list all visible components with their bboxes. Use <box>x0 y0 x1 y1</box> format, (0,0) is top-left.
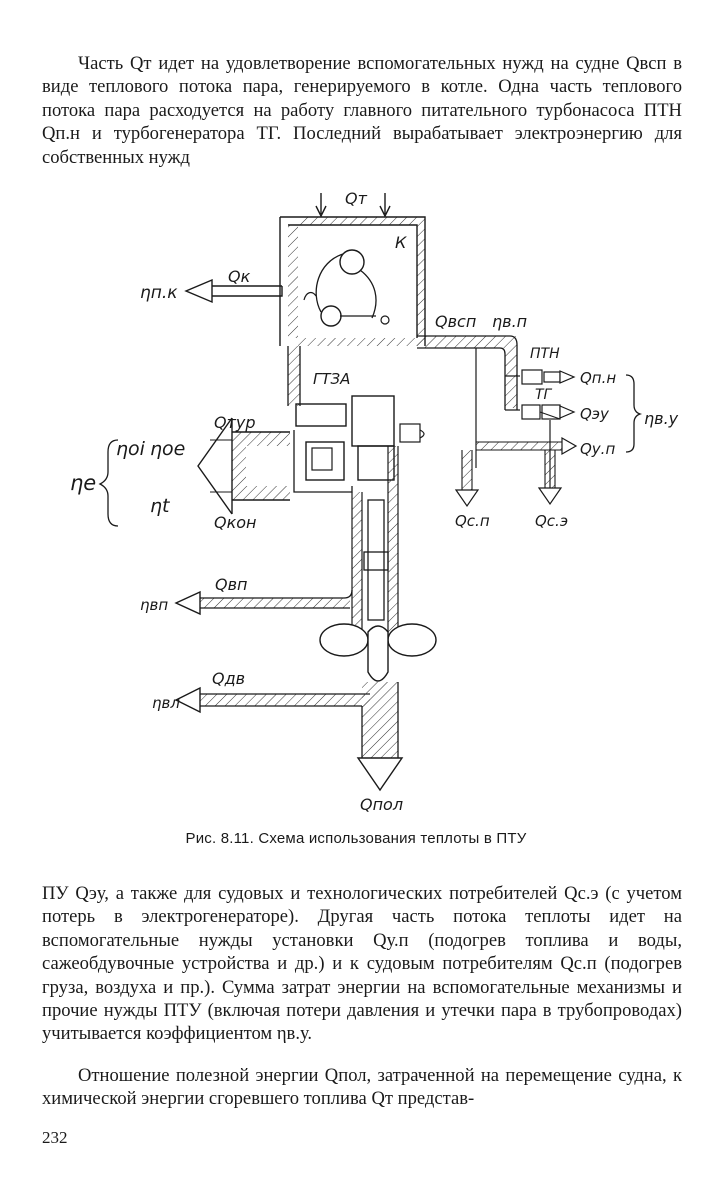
auxiliary-steam-pipe <box>417 335 643 508</box>
label-qt: Qт <box>345 189 368 208</box>
label-gtza: ГТЗА <box>313 370 350 388</box>
upper-drum <box>339 249 365 275</box>
label-qeu: Qэу <box>580 405 610 423</box>
tg-generator <box>521 404 541 420</box>
label-eta-t: ηt <box>150 495 171 517</box>
label-qkon: Qкон <box>214 513 257 532</box>
qpol-output <box>356 682 404 792</box>
label-eta-vp2: ηвп <box>140 596 168 614</box>
label-qvsp: Qвсп <box>435 312 476 331</box>
label-eta-oe: ηoe <box>150 438 185 460</box>
label-qpn: Qп.н <box>580 369 616 387</box>
qk-loss-arrow <box>184 278 283 304</box>
paragraph-continuation: ПУ Qэу, а также для судовых и технологич… <box>42 883 682 1045</box>
label-qpol: Qпол <box>360 795 403 814</box>
paragraph-efficiency: Отношение полезной энергии Qпол, затраче… <box>42 1065 682 1110</box>
label-k: К <box>395 233 407 252</box>
turbine-output-arrow <box>98 417 290 527</box>
label-qup: Qу.п <box>580 440 615 458</box>
main-steam-column <box>287 346 301 406</box>
label-eta-vu: ηв.у <box>644 409 679 428</box>
paragraph-intro: Часть Qт идет на удовлетворение вспомога… <box>42 53 682 168</box>
shaft-line <box>351 446 399 634</box>
qdv-loss-arrow <box>174 686 370 714</box>
label-tg: ТГ <box>535 387 553 403</box>
figure-caption: Рис. 8.11. Схема использования теплоты в… <box>185 830 527 847</box>
lower-drum <box>320 305 342 327</box>
label-qse: Qс.э <box>535 512 568 530</box>
label-ptn: ПТН <box>530 346 560 362</box>
label-qsp: Qс.п <box>455 512 490 530</box>
label-qk: Qк <box>228 267 251 286</box>
qt-input-arrows <box>315 193 391 218</box>
label-qdv: Qдв <box>212 669 245 688</box>
label-eta-vl: ηвл <box>152 694 180 712</box>
boiler-k <box>279 216 426 346</box>
gtza-turbine <box>293 395 425 493</box>
qvp-loss-arrow <box>174 589 353 616</box>
page-number: 232 <box>42 1128 68 1147</box>
label-eta-pk: ηп.к <box>140 283 178 303</box>
label-qvp: Qвп <box>215 575 247 594</box>
label-eta-vp: ηв.п <box>492 312 527 331</box>
label-eta-e: ηe <box>70 471 96 495</box>
ptn-pump <box>521 369 543 385</box>
propeller <box>319 623 437 682</box>
label-eta-oi: ηoi <box>116 438 146 460</box>
label-qtur: Qтур <box>214 413 256 432</box>
